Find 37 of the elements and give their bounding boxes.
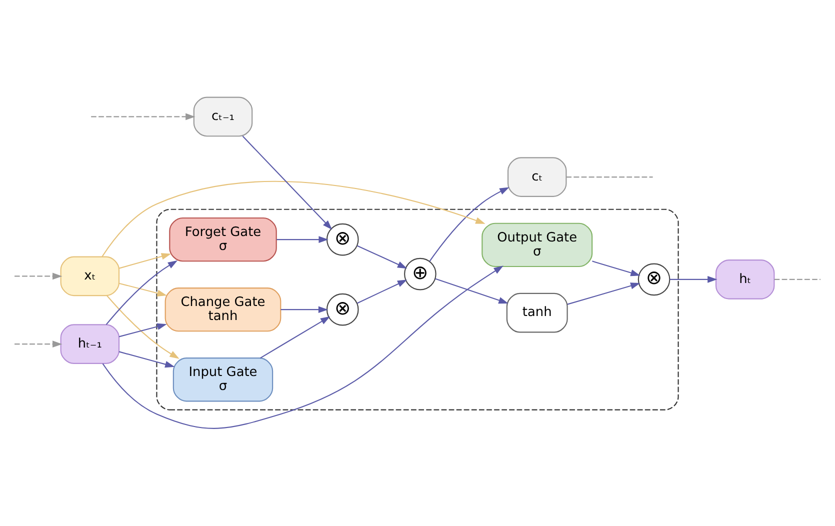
arrow [567,282,640,305]
connector [774,278,820,280]
connector [566,176,653,178]
arrow [592,260,640,276]
arrow [429,187,510,262]
node-box: Change Gate tanh [164,288,282,332]
arrow [102,266,504,429]
arrow [260,316,330,359]
node-circle: ⊗ [326,223,359,256]
node-circle: ⊗ [326,293,359,326]
node-box: cₜ₋₁ [193,96,253,137]
arrow [91,113,196,120]
arrow [14,340,62,348]
arrow [242,136,332,230]
arrow [106,260,178,325]
arrow [276,236,328,243]
arrow [435,278,508,304]
arrow [118,351,175,368]
arrow [670,276,718,283]
node-box: tanh [506,292,568,333]
arrow [118,253,172,269]
node-circle: ⊕ [404,258,436,290]
node-box: hₜ₋₁ [60,324,120,364]
node-box: cₜ [507,157,567,197]
arrow [356,245,408,269]
arrow [14,272,62,280]
arrow [106,295,180,359]
arrow [356,280,408,304]
arrow [118,323,167,338]
node-box: Output Gate σ [482,222,593,268]
node-box: hₜ [715,259,775,300]
arrow [118,282,167,296]
node-circle: ⊗ [638,263,670,296]
arrow [280,306,328,313]
node-box: Input Gate σ [172,358,274,402]
node-box: Forget Gate σ [169,217,277,262]
node-box: xₜ [60,256,120,296]
